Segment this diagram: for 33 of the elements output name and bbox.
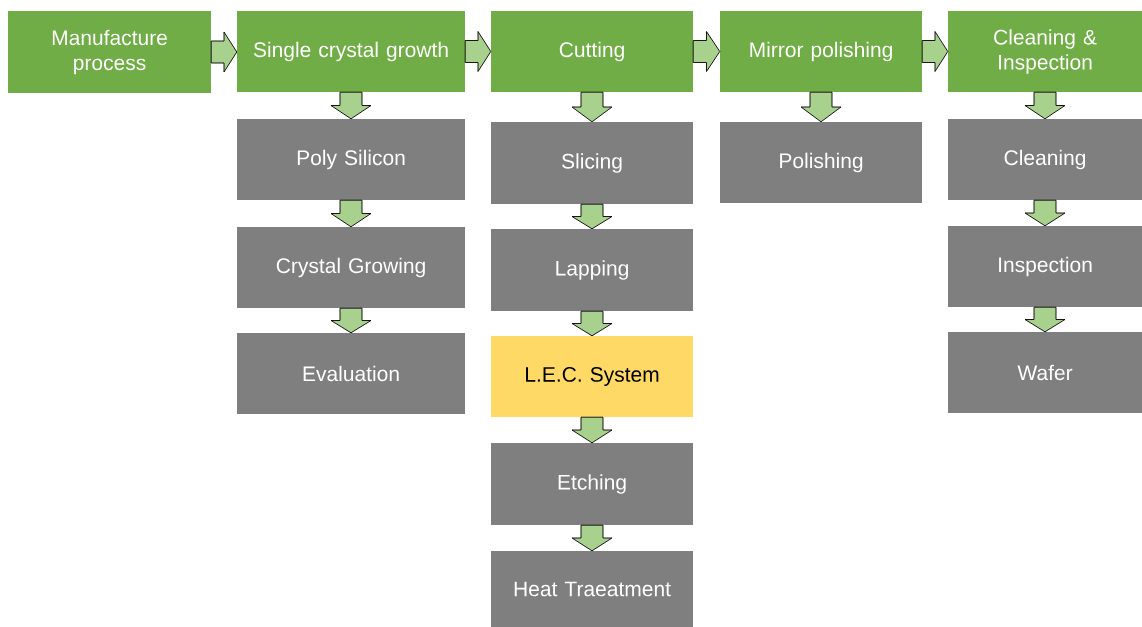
block-arrow bbox=[692, 31, 721, 72]
process-box: Slicing bbox=[491, 122, 693, 204]
highlighted-box: L.E.C. System bbox=[491, 336, 693, 417]
block-arrow bbox=[571, 203, 613, 230]
process-step-box: Manufacture process bbox=[8, 11, 211, 93]
process-box: Heat Traeatment bbox=[491, 551, 693, 627]
block-arrow bbox=[210, 31, 238, 73]
process-step-box: Cutting bbox=[491, 11, 693, 92]
process-box: Evaluation bbox=[237, 333, 465, 414]
block-arrow bbox=[1024, 91, 1066, 120]
process-step-box: Cleaning & Inspection bbox=[948, 11, 1142, 92]
process-step-box: Mirror polishing bbox=[720, 11, 922, 92]
block-arrow bbox=[921, 31, 949, 72]
block-arrow bbox=[800, 91, 842, 123]
block-arrow bbox=[330, 199, 372, 228]
block-arrow bbox=[1024, 306, 1066, 333]
block-arrow bbox=[464, 31, 492, 72]
process-box: Polishing bbox=[720, 122, 922, 203]
block-arrow bbox=[571, 91, 613, 123]
block-arrow bbox=[330, 307, 372, 334]
block-arrow bbox=[330, 91, 372, 120]
process-box: Inspection bbox=[948, 226, 1142, 307]
block-arrow bbox=[571, 416, 613, 444]
process-step-box: Single crystal growth bbox=[237, 11, 465, 92]
block-arrow bbox=[1024, 199, 1066, 227]
process-box: Lapping bbox=[491, 229, 693, 311]
process-box: Crystal Growing bbox=[237, 227, 465, 308]
block-arrow bbox=[571, 524, 613, 552]
block-arrow bbox=[571, 310, 613, 337]
process-box: Poly Silicon bbox=[237, 119, 465, 200]
process-box: Cleaning bbox=[948, 119, 1142, 200]
process-box: Etching bbox=[491, 443, 693, 525]
process-box: Wafer bbox=[948, 332, 1142, 413]
